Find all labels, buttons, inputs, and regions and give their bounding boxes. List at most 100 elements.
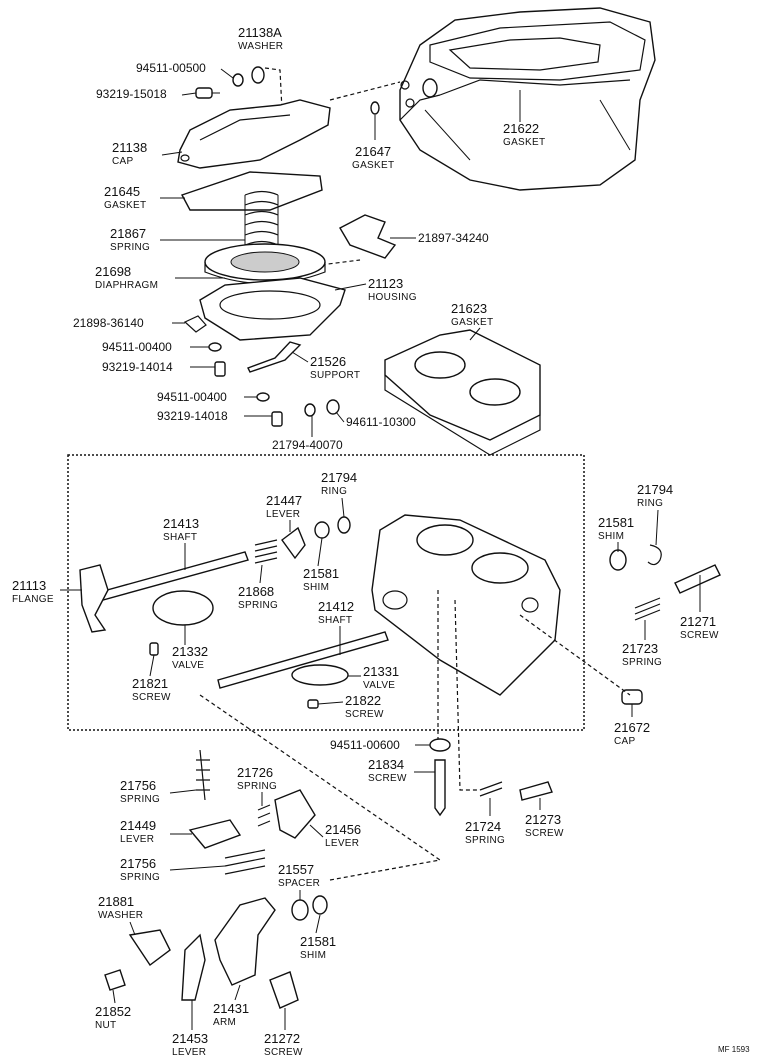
svg-text:21413: 21413 [163,516,199,531]
svg-text:VALVE: VALVE [363,680,395,691]
svg-text:21453: 21453 [172,1031,208,1046]
label-21332: 21332 VALVE [172,644,208,671]
svg-text:WASHER: WASHER [98,910,143,921]
svg-text:LEVER: LEVER [325,838,359,849]
label-93219-14014: 93219-14014 [102,360,173,374]
svg-text:SUPPORT: SUPPORT [310,370,360,381]
svg-text:SPRING: SPRING [120,794,160,805]
label-94511-00500: 94511-00500 [136,61,206,75]
svg-text:SHIM: SHIM [303,582,329,593]
svg-text:21698: 21698 [95,264,131,279]
svg-text:SCREW: SCREW [345,709,384,720]
label-21867: 21867 SPRING [110,226,150,253]
label-21581-a: 21581 SHIM [303,566,339,593]
label-21647: 21647 GASKET [352,144,394,171]
label-21794-a: 21794 RING [321,470,357,497]
svg-text:21852: 21852 [95,1004,131,1019]
drawing-reference-mark: MF 1593 [718,1045,750,1054]
label-93219-14018: 93219-14018 [157,409,228,423]
arm-21431-drawing [214,897,276,986]
shaft-21412-drawing [217,631,389,689]
svg-text:FLANGE: FLANGE [12,594,54,605]
label-21431: 21431 ARM [213,1001,249,1028]
svg-text:21822: 21822 [345,693,381,708]
housing-21123-drawing [183,277,346,341]
svg-text:21332: 21332 [172,644,208,659]
label-21271: 21271 SCREW [680,614,719,641]
label-94511-00400-a: 94511-00400 [102,340,172,354]
svg-text:ARM: ARM [213,1017,236,1028]
svg-text:21756: 21756 [120,778,156,793]
gasket-21623-drawing [384,329,541,456]
svg-text:21647: 21647 [355,144,391,159]
svg-text:21821: 21821 [132,676,168,691]
support-21526-drawing [247,341,302,373]
svg-text:21581: 21581 [300,934,336,949]
label-21794-b: 21794 RING [637,482,673,509]
svg-text:SPRING: SPRING [120,872,160,883]
svg-text:SPRING: SPRING [110,242,150,253]
spring-21867-drawing [244,190,279,246]
svg-text:SCREW: SCREW [264,1047,303,1058]
label-21526: 21526 SUPPORT [310,354,360,381]
lever-21447-drawing [281,526,306,560]
svg-text:GASKET: GASKET [352,160,394,171]
label-21272: 21272 SCREW [264,1031,303,1058]
svg-text:21794: 21794 [637,482,673,497]
svg-text:21138A: 21138A [238,25,282,40]
label-21756-b: 21756 SPRING [120,856,160,883]
label-21852: 21852 NUT [95,1004,131,1031]
svg-text:21449: 21449 [120,818,156,833]
svg-text:SCREW: SCREW [132,692,171,703]
leader-lines [60,68,701,1030]
svg-text:HOUSING: HOUSING [368,292,417,303]
svg-text:21447: 21447 [266,493,302,508]
svg-text:21412: 21412 [318,599,354,614]
label-21138: 21138 CAP [112,140,147,167]
svg-text:21557: 21557 [278,862,314,877]
valve-21331-drawing [291,664,349,686]
svg-text:SPRING: SPRING [238,600,278,611]
label-21447: 21447 LEVER [266,493,302,520]
label-21138A: 21138A WASHER [238,25,283,52]
svg-text:21834: 21834 [368,757,404,772]
label-21645: 21645 GASKET [104,184,146,211]
label-21794-40070: 21794-40070 [272,438,343,452]
svg-text:21868: 21868 [238,584,274,599]
svg-text:21331: 21331 [363,664,399,679]
label-21881: 21881 WASHER [98,894,143,921]
svg-text:SPRING: SPRING [237,781,277,792]
label-21413: 21413 SHAFT [163,516,199,543]
spring-21868-drawing [254,539,278,564]
svg-text:SPRING: SPRING [622,657,662,668]
svg-text:21113: 21113 [12,578,46,593]
svg-text:SCREW: SCREW [525,828,564,839]
svg-text:21672: 21672 [614,720,650,735]
label-21822: 21822 SCREW [345,693,384,720]
svg-text:21272: 21272 [264,1031,300,1046]
label-21723: 21723 SPRING [622,641,662,668]
spring-21723-drawing [634,597,661,621]
svg-text:LEVER: LEVER [172,1047,206,1058]
label-21557: 21557 SPACER [278,862,320,889]
label-21724: 21724 SPRING [465,819,505,846]
svg-text:21723: 21723 [622,641,658,656]
svg-text:21273: 21273 [525,812,561,827]
svg-text:21756: 21756 [120,856,156,871]
svg-text:LEVER: LEVER [266,509,300,520]
label-21897-34240: 21897-34240 [418,231,489,245]
svg-text:SHAFT: SHAFT [163,532,197,543]
label-21623: 21623 GASKET [451,301,493,328]
label-21698: 21698 DIAPHRAGM [95,264,158,291]
spring-21756-drawing [196,749,210,801]
bracket-21897-drawing [339,214,397,259]
label-21581-b: 21581 SHIM [598,515,634,542]
label-94511-00400-b: 94511-00400 [157,390,227,404]
svg-text:CAP: CAP [112,156,133,167]
label-21412: 21412 SHAFT [318,599,354,626]
valve-21332-drawing [152,590,214,626]
svg-text:21867: 21867 [110,226,146,241]
label-21834: 21834 SCREW [368,757,407,784]
label-21113: 21113 FLANGE [12,578,54,605]
